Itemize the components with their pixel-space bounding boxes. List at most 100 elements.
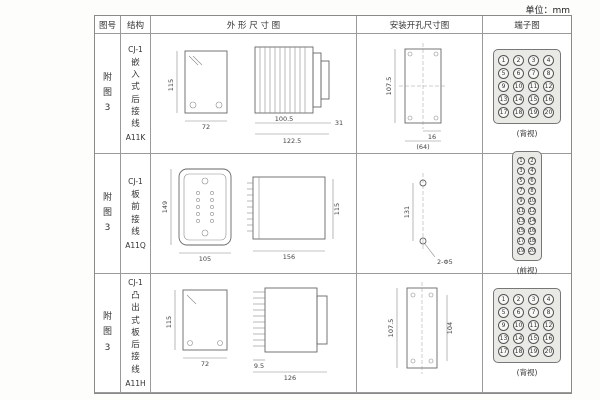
terminal-14: 14 [513,93,524,105]
terminal-13: 13 [517,217,525,225]
outline-svg-a11q: 149 105 115 156 [161,168,341,263]
dim-width: 72 [201,123,209,131]
dim-hole-spacing: 131 [403,205,411,217]
dim-pin-depth: 9.5 [253,362,263,370]
terminal-15: 15 [528,93,539,105]
terminal-17: 17 [517,237,525,245]
terminal-12: 12 [543,320,554,331]
dim-width: 105 [198,255,210,263]
terminal-15: 15 [528,333,539,344]
dim-slot: 16 [427,133,435,141]
mounting-svg-a11k: 107.5 16 (64) [385,42,447,151]
drawing-table: 图号 结构 外 形 尺 寸 图 安装开孔尺寸图 端子图 附图3 CJ-1 嵌入式… [94,15,572,394]
unit-label: 单位：mm [525,6,570,16]
terminal-8: 8 [528,187,536,195]
terminal-9: 9 [517,197,525,205]
terminal-8: 8 [543,307,554,318]
terminal-14: 14 [528,217,536,225]
terminal-10: 10 [513,80,524,92]
dim-height: 149 [161,200,169,212]
outline-drawing-row3: 115 72 9.5 126 [151,274,357,393]
terminal-18: 18 [513,346,524,357]
terminal-16: 16 [543,333,554,344]
terminal-17: 17 [498,106,509,118]
terminal-11: 11 [517,207,525,215]
terminal-2: 2 [513,294,524,305]
terminal-7: 7 [528,67,539,79]
mounting-drawing-row3: 107.5 104 [357,274,483,393]
dim-height: 115 [167,78,175,90]
outline-drawing-row2: 149 105 115 156 [151,154,357,274]
structure-row2: CJ-1 板前接线 A11Q [121,154,151,274]
terminal-5: 5 [498,307,509,318]
dim-cutout-height: 107.5 [385,76,393,95]
dim-cutout-width: (64) [416,143,429,151]
dim-width: 72 [200,360,208,368]
fig-number-row3: 附图3 [95,274,121,393]
dim-hole-span: 104 [446,322,454,334]
terminal-13: 13 [498,93,509,105]
terminal-3: 3 [517,167,525,175]
structure-row1: CJ-1 嵌入式后接线 A11K [121,34,151,154]
header-outline: 外 形 尺 寸 图 [151,16,357,34]
terminal-19: 19 [528,106,539,118]
terminal-20: 20 [543,106,554,118]
fig-number-row2: 附图3 [95,154,121,274]
type-code-label: A11Q [125,241,146,251]
terminal-17: 17 [498,346,509,357]
dim-height: 115 [165,316,173,328]
terminal-2: 2 [513,54,524,66]
terminal-6: 6 [513,307,524,318]
terminal-5: 5 [498,67,509,79]
terminal-16: 16 [528,227,536,235]
terminal-8: 8 [543,67,554,79]
terminal-20: 20 [543,346,554,357]
header-structure: 结构 [121,16,151,34]
terminal-caption: (前视) [516,266,538,275]
dim-depth: 126 [283,374,295,382]
terminal-12: 12 [528,207,536,215]
terminal-15: 15 [517,227,525,235]
header-mounting: 安装开孔尺寸图 [357,16,483,34]
dim-cutout-height: 107.5 [387,319,395,338]
terminal-9: 9 [498,80,509,92]
terminal-2: 2 [528,157,536,165]
terminal-14: 14 [513,333,524,344]
terminal-11: 11 [528,80,539,92]
terminal-18: 18 [513,106,524,118]
terminal-caption: (背视) [516,128,538,138]
model-label: CJ-1 [128,176,143,186]
mounting-drawing-row1: 107.5 16 (64) [357,34,483,154]
terminal-19: 19 [528,346,539,357]
terminal-1: 1 [517,157,525,165]
outline-drawing-row1: 115 72 100.5 31 122.5 [151,34,357,154]
terminal-6: 6 [513,67,524,79]
terminal-6: 6 [528,177,536,185]
mounting-drawing-row2: 131 2-Φ5 [357,154,483,274]
mounting-svg-a11h: 107.5 104 [387,282,454,374]
terminal-1: 1 [498,54,509,66]
mount-type-label: 板前接线 [131,189,140,237]
terminal-16: 16 [543,93,554,105]
terminal-4: 4 [543,54,554,66]
outline-svg-a11k: 115 72 100.5 31 122.5 [167,46,343,145]
terminal-7: 7 [528,307,539,318]
model-label: CJ-1 [128,44,143,54]
terminal-3: 3 [528,54,539,66]
terminal-5: 5 [517,177,525,185]
terminal-13: 13 [498,333,509,344]
terminal-19: 19 [517,247,525,255]
outline-svg-a11h: 115 72 9.5 126 [165,287,327,382]
terminal-18: 18 [528,237,536,245]
dim-rear-depth: 31 [334,119,342,127]
terminal-caption: (背视) [516,368,538,377]
terminal-4: 4 [543,294,554,305]
mounting-svg-a11q: 131 2-Φ5 [403,172,452,266]
dim-total-depth: 122.5 [282,137,301,145]
mount-type-label: 嵌入式后接线 [131,57,140,130]
